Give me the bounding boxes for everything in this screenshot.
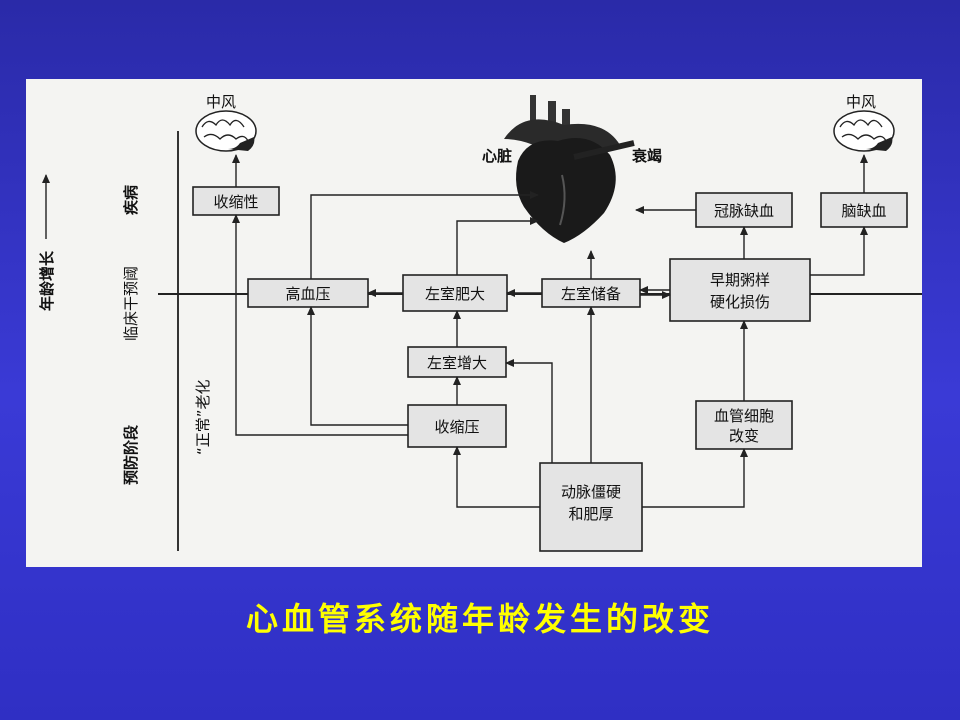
systolic-pressure-box: 收缩压 <box>407 404 507 448</box>
cerebral-ischemia-box: 脑缺血 <box>820 192 908 228</box>
lv-reserve-box: 左室储备 <box>541 278 641 308</box>
lv-enlarge-box: 左室增大 <box>407 346 507 378</box>
stroke-right-label: 中风 <box>846 93 876 111</box>
atherosclerosis-text-1: 早期粥样 <box>710 271 770 289</box>
lv-reserve-text: 左室储备 <box>561 285 621 303</box>
brain-right-icon <box>833 110 895 152</box>
diagram-panel: 年龄增长 疾病 临床干预阈 预防阶段 “正常”老化 中风 中风 心脏 衰竭 收缩… <box>26 79 922 567</box>
connector-arrows <box>232 154 868 508</box>
cerebral-ischemia-text: 脑缺血 <box>841 202 886 220</box>
atherosclerosis-box: 早期粥样 硬化损伤 <box>669 258 811 322</box>
arterial-stiffness-text-1: 动脉僵硬 <box>561 483 621 501</box>
hypertension-box: 高血压 <box>247 278 369 308</box>
diagram-canvas: 年龄增长 疾病 临床干预阈 预防阶段 “正常”老化 中风 中风 心脏 衰竭 收缩… <box>38 93 922 552</box>
hypertension-text: 高血压 <box>285 285 330 303</box>
coronary-ischemia-text: 冠脉缺血 <box>714 202 774 220</box>
systolic-text: 收缩性 <box>213 193 258 211</box>
arterial-stiffness-box: 动脉僵硬 和肥厚 <box>539 462 643 552</box>
heart-icon <box>504 95 635 243</box>
stage-threshold-label: 临床干预阈 <box>122 266 140 341</box>
lvh-text: 左室肥大 <box>425 285 485 303</box>
heart-label: 心脏 <box>482 147 512 165</box>
failure-label: 衰竭 <box>631 147 662 165</box>
arterial-stiffness-text-2: 和肥厚 <box>568 505 613 523</box>
vascular-cell-text-1: 血管细胞 <box>714 407 774 425</box>
lvh-box: 左室肥大 <box>402 274 508 312</box>
brain-left-icon <box>195 110 257 152</box>
lv-enlarge-text: 左室增大 <box>427 354 487 372</box>
age-axis-title: 年龄增长 <box>38 250 56 311</box>
vascular-cell-text-2: 改变 <box>729 427 759 445</box>
atherosclerosis-text-2: 硬化损伤 <box>710 293 770 311</box>
normal-aging-label: “正常”老化 <box>194 379 212 455</box>
systolic-box: 收缩性 <box>192 186 280 216</box>
vascular-cell-box: 血管细胞 改变 <box>695 400 793 450</box>
systolic-pressure-text: 收缩压 <box>434 418 479 436</box>
stroke-left-label: 中风 <box>206 93 236 111</box>
slide-caption: 心血管系统随年龄发生的改变 <box>245 600 714 638</box>
stage-disease-label: 疾病 <box>122 185 140 215</box>
stage-prevention-label: 预防阶段 <box>122 425 140 485</box>
coronary-ischemia-box: 冠脉缺血 <box>695 192 793 228</box>
